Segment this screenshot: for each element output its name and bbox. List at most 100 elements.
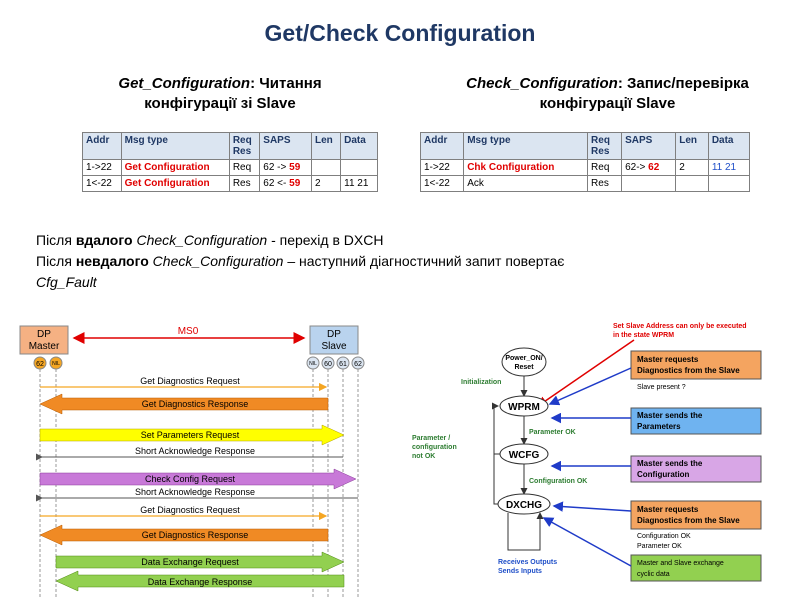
cell-data	[707, 175, 751, 192]
message-label: Get Diagnostics Response	[142, 399, 249, 409]
cell-len: 2	[675, 159, 709, 176]
slave-label-1: DP	[327, 329, 341, 340]
check-config-heading-rest: : Запис/перевірка	[617, 75, 749, 92]
check-config-heading: Check_Configuration: Запис/перевірка кон…	[420, 74, 795, 114]
sends-inputs-label: Sends Inputs	[498, 568, 542, 575]
col-data: Data	[707, 132, 751, 160]
cell-addr: 1->22	[419, 159, 465, 176]
wprm-label: WPRM	[508, 402, 540, 413]
table-row: 1->22 Chk Configuration Req 62-> 62 2 11…	[419, 159, 751, 176]
box5-line2: cyclic data	[637, 571, 670, 578]
message-label: Get Diagnostics Response	[142, 530, 249, 540]
parameter-ok-2-label: Parameter OK	[637, 543, 682, 550]
description-line-3: Cfg_Fault	[36, 272, 786, 293]
not-ok-label-3: not OK	[412, 453, 435, 460]
get-config-heading-rest: : Читання	[250, 75, 322, 92]
box2-line2: Parameters	[637, 422, 681, 431]
saps-num: 59	[289, 162, 301, 173]
col-saps: SAPS	[259, 132, 312, 160]
cell-saps: 62-> 62	[621, 159, 677, 176]
master-label-1: DP	[37, 329, 51, 340]
red-note-line1: Set Slave Address can only be executed	[613, 323, 747, 330]
col-addr: Addr	[82, 132, 122, 160]
message-block-arrow	[55, 551, 345, 573]
box4-line2: Diagnostics from the Slave	[637, 516, 740, 525]
text-italic: Check_Configuration	[148, 253, 284, 269]
message-label: Set Parameters Request	[141, 430, 240, 440]
cell-msg: Chk Configuration	[463, 159, 589, 176]
dxchg-label: DXCHG	[506, 500, 542, 511]
col-len: Len	[310, 132, 342, 160]
not-ok-label-2: configuration	[412, 444, 457, 451]
connector-arrow	[552, 501, 632, 512]
parameter-ok-label: Parameter OK	[529, 429, 576, 436]
cyclic-data-box	[630, 554, 762, 582]
table-header-row: Addr Msg type Req Res SAPS Len Data	[419, 132, 751, 160]
get-config-table: Addr Msg type Req Res SAPS Len Data 1->2…	[82, 132, 378, 192]
table-row: 1<-22 Get Configuration Res 62 <- 59 2 1…	[82, 175, 378, 192]
master-sap-nil-label: NIL	[52, 361, 60, 367]
master-sap-62-label: 62	[36, 361, 44, 368]
sequence-diagram: DP Master DP Slave MS0 62 NIL NIL 60 61 …	[19, 325, 365, 598]
back-loop-arrow	[492, 402, 499, 505]
text-fragment: Після	[36, 253, 76, 269]
initialization-label: Initialization	[461, 379, 501, 386]
cell-saps	[621, 175, 677, 192]
message-label: Short Acknowledge Response	[135, 487, 255, 497]
master-label-2: Master	[29, 341, 60, 352]
cell-msg: Ack	[463, 175, 589, 192]
col-req-res-text: Req Res	[232, 135, 252, 157]
saps-prefix: 62->	[625, 162, 649, 173]
red-note-line2: in the state WPRM	[613, 332, 674, 339]
self-loop-arrow	[507, 512, 544, 551]
message-block-arrow	[39, 524, 329, 546]
box2-line1: Master sends the	[637, 411, 703, 420]
col-data: Data	[340, 132, 378, 160]
text-fragment: – наступний діагностичний запит повертає	[283, 253, 565, 269]
wcfg-label: WCFG	[509, 450, 540, 461]
cell-saps: 62 -> 59	[259, 159, 312, 176]
cell-len	[675, 175, 709, 192]
cell-addr: 1<-22	[82, 175, 122, 192]
slave-present-label: Slave present ?	[637, 384, 686, 391]
message-label: Get Diagnostics Request	[140, 376, 240, 386]
box3-line2: Configuration	[637, 470, 690, 479]
cell-addr: 1->22	[82, 159, 122, 176]
text-bold: невдалого	[75, 253, 149, 269]
get-config-heading-italic: Get_Configuration	[118, 75, 251, 92]
col-req-res: Req Res	[228, 132, 261, 160]
col-len: Len	[675, 132, 709, 160]
power-on-reset-state	[501, 347, 547, 377]
col-req-res-text: Req Res	[591, 135, 610, 157]
ms0-label: MS0	[178, 326, 199, 337]
col-msg-type: Msg type	[120, 132, 230, 160]
text-fragment: - перехід в DXCH	[267, 232, 384, 248]
receives-outputs-label: Receives Outputs	[498, 559, 557, 566]
check-config-heading-italic: Check_Configuration	[466, 75, 618, 92]
message-label: Check Config Request	[145, 474, 236, 484]
cell-data: 11 21	[340, 175, 378, 192]
box4-line1: Master requests	[637, 505, 699, 514]
col-msg-type: Msg type	[463, 132, 589, 160]
master-sends-params-box	[630, 407, 762, 435]
col-saps: SAPS	[621, 132, 677, 160]
cell-saps: 62 <- 59	[259, 175, 312, 192]
slave-sap-62-label: 62	[354, 361, 362, 368]
state-machine-diagram: Set Slave Address can only be executed i…	[412, 323, 762, 582]
description-line-1: Після вдалого Check_Configuration - пере…	[36, 230, 786, 251]
power-label-1: Power_ON/	[505, 355, 542, 362]
text-italic: Check_Configuration	[132, 232, 268, 248]
cell-len	[310, 159, 342, 176]
text-bold: вдалого	[75, 232, 133, 248]
get-config-heading-line2: конфігурації зі Slave	[144, 95, 296, 112]
master-requests-diag-box	[630, 350, 762, 380]
message-label: Get Diagnostics Request	[140, 505, 240, 515]
check-config-heading-line2: конфігурації Slave	[539, 95, 676, 112]
cell-reqres: Res	[228, 175, 261, 192]
slave-sap-60-label: 60	[324, 361, 332, 368]
slave-sap-nil-label: NIL	[309, 361, 317, 367]
not-ok-label-1: Parameter /	[412, 435, 450, 442]
configuration-ok-label: Configuration OK	[529, 478, 587, 485]
message-label: Data Exchange Request	[141, 557, 239, 567]
cell-msg: Get Configuration	[120, 175, 230, 192]
